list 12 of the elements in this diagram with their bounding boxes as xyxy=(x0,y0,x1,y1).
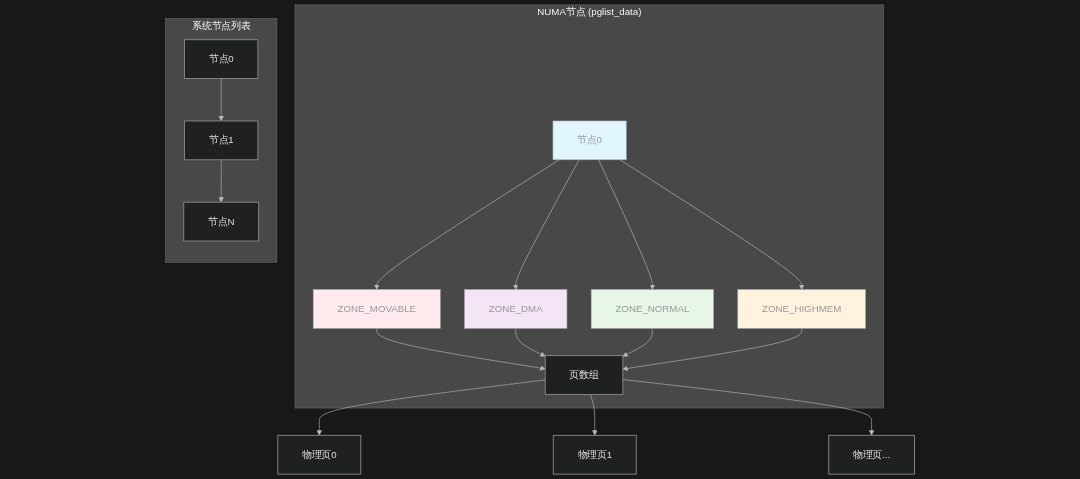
node-box: 节点0 xyxy=(552,120,627,161)
node-box: ZONE_NORMAL xyxy=(590,289,714,329)
node-box: 节点N xyxy=(183,201,260,242)
node-box: 节点0 xyxy=(184,39,259,79)
node-box: ZONE_HIGHMEM xyxy=(737,289,866,329)
node-box: 节点1 xyxy=(184,120,259,161)
node-box: ZONE_MOVABLE xyxy=(312,289,441,329)
node-box: 页数组 xyxy=(544,355,624,395)
node-box: ZONE_DMA xyxy=(464,289,568,329)
node-box: 物理页0 xyxy=(277,434,362,475)
node-box: 物理页1 xyxy=(552,434,637,475)
node-box: 物理页... xyxy=(828,434,915,475)
